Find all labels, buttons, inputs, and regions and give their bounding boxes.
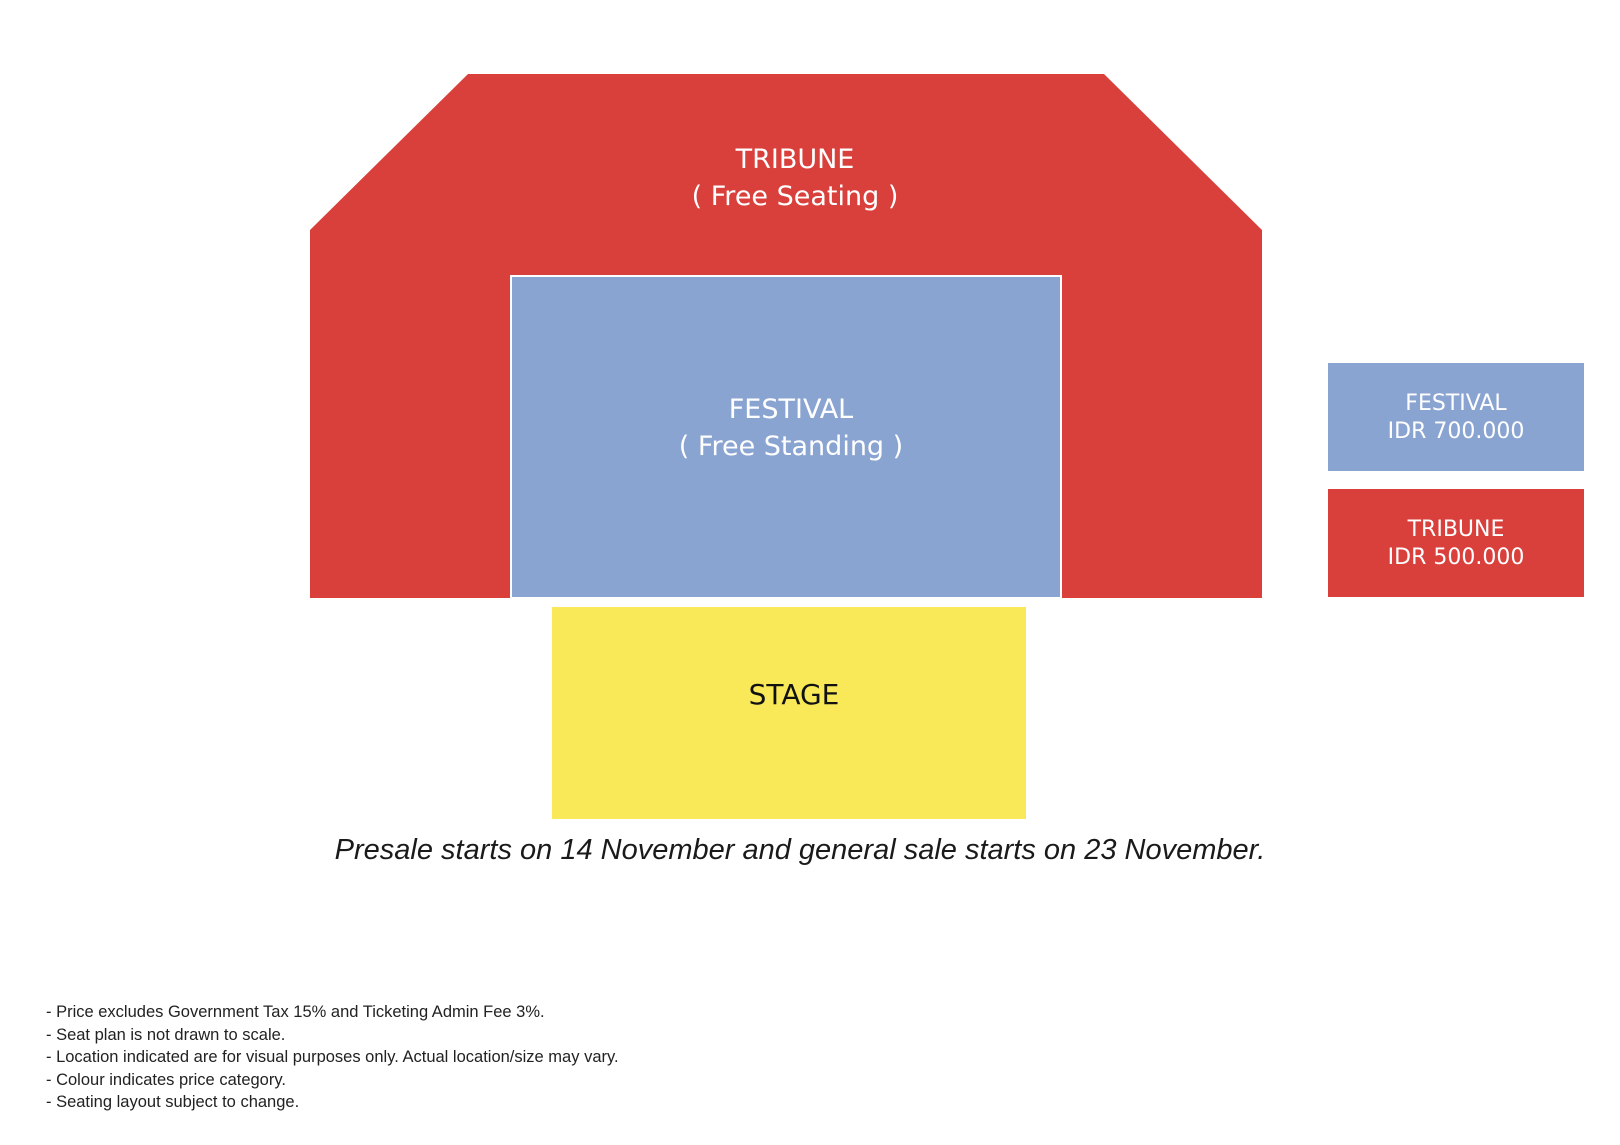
- disclaimer-list: - Price excludes Government Tax 15% and …: [46, 1001, 619, 1114]
- sale-dates-note: Presale starts on 14 November and genera…: [334, 834, 1266, 866]
- festival-zone-subtitle: ( Free Standing ): [679, 431, 903, 462]
- price-legend: FESTIVAL IDR 700.000 TRIBUNE IDR 500.000: [1328, 363, 1584, 597]
- disclaimer-item: - Colour indicates price category.: [46, 1070, 286, 1089]
- tribune-zone-label: TRIBUNE: [735, 144, 855, 175]
- legend-festival-swatch: [1328, 363, 1584, 471]
- legend-tribune-swatch: [1328, 489, 1584, 597]
- legend-festival-name: FESTIVAL: [1405, 391, 1507, 416]
- disclaimer-item: - Seating layout subject to change.: [46, 1093, 300, 1112]
- disclaimer-item: - Seat plan is not drawn to scale.: [46, 1025, 286, 1044]
- legend-tribune-name: TRIBUNE: [1407, 517, 1505, 542]
- tribune-zone-subtitle: ( Free Seating ): [692, 181, 899, 212]
- festival-zone-label: FESTIVAL: [729, 394, 853, 425]
- disclaimer-item: - Price excludes Government Tax 15% and …: [46, 1003, 545, 1021]
- disclaimer-item: - Location indicated are for visual purp…: [46, 1048, 619, 1067]
- stage-zone: [552, 607, 1026, 819]
- stage-label: STAGE: [749, 678, 840, 711]
- legend-festival-price: IDR 700.000: [1388, 419, 1525, 444]
- festival-zone[interactable]: [510, 275, 1062, 599]
- legend-tribune-price: IDR 500.000: [1388, 545, 1525, 570]
